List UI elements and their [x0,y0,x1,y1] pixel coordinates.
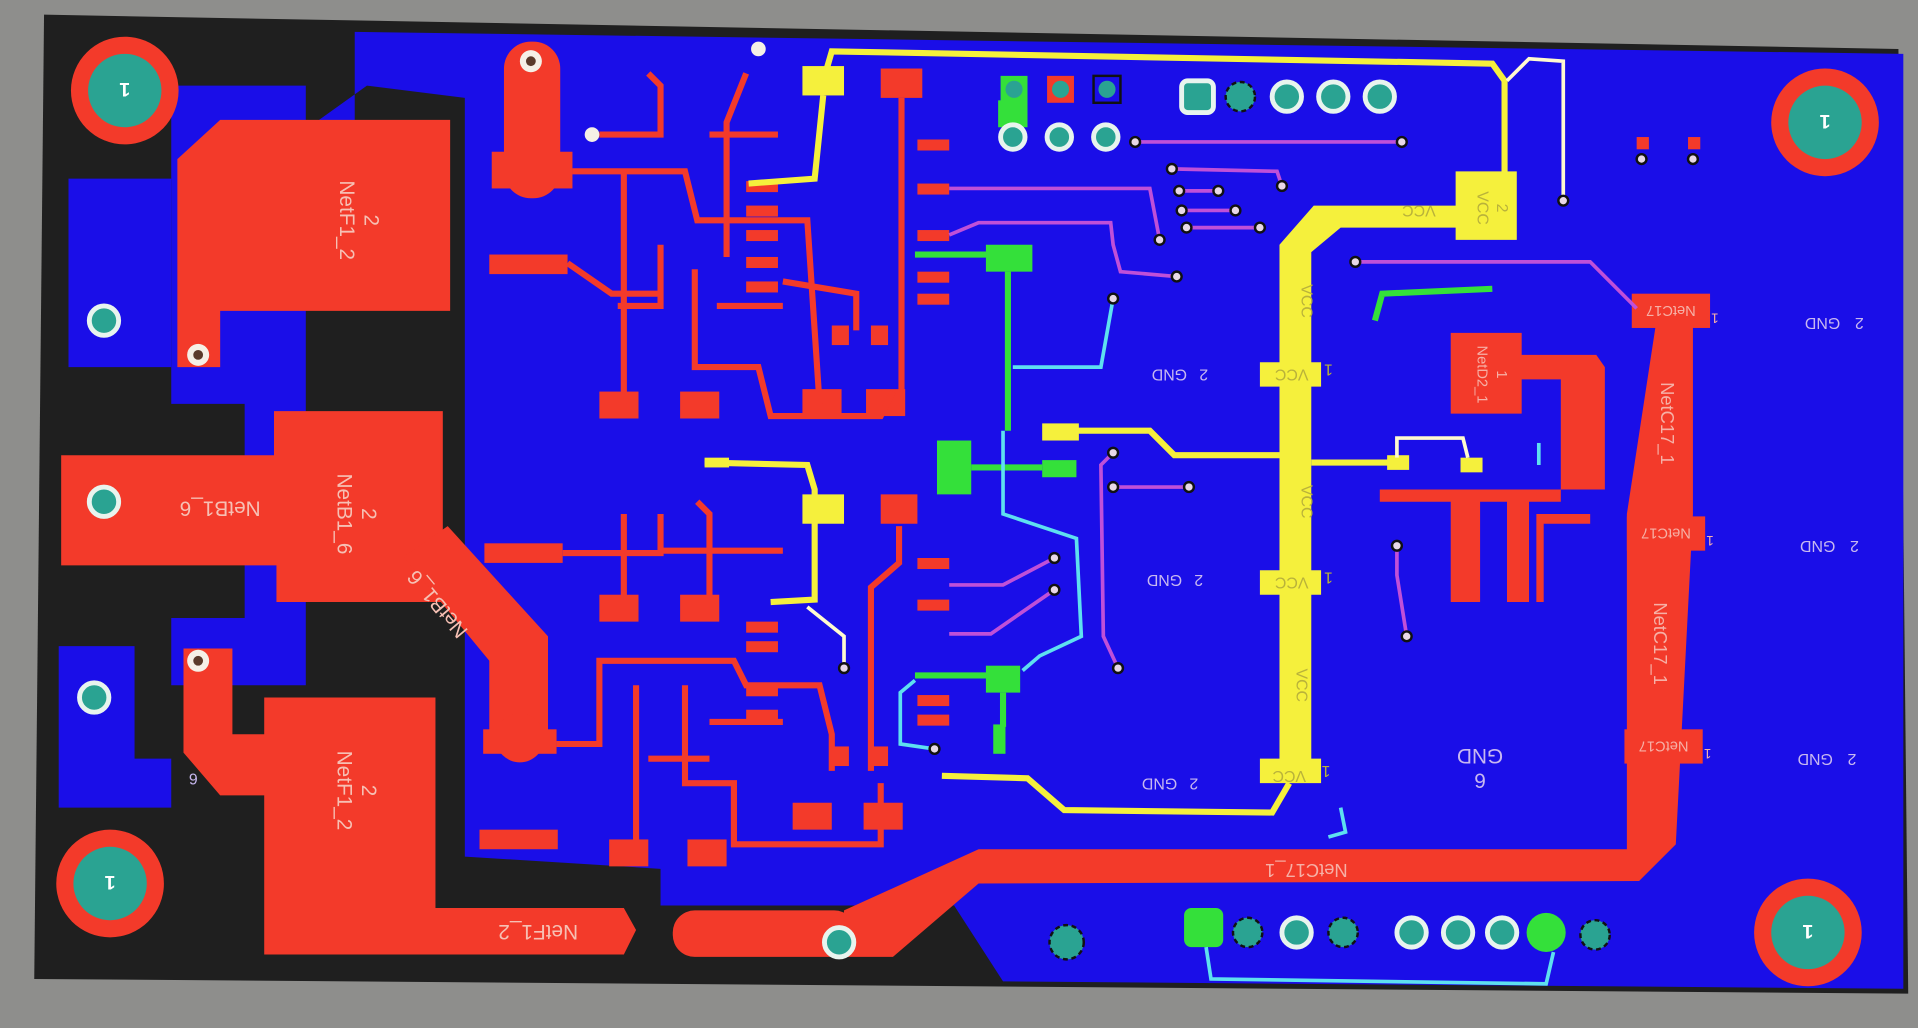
netc17-pad2-label: NetC17 [1641,525,1691,541]
vcc-trace-label-3: VCC [1293,668,1310,702]
trace-netf1-2-stub [672,910,857,957]
netc17-pad1-label: NetC17 [1646,302,1696,318]
via-traces [948,140,1638,669]
netd2-1-pin: 1 [1493,370,1509,378]
vcc-pad-2-pin: 1 [1324,569,1333,586]
netc17-pad3-pin: 1 [1704,746,1711,761]
vcc-pin2: 2 [1493,204,1510,213]
pad-netb1-6 [61,411,443,603]
netb1-6-trace-label: NetB1_6 [180,497,261,520]
gnd-center-pin: 6 [1474,768,1486,791]
gnd-c-label: GND [1142,774,1177,791]
net-labels: 2 NetF1_2 2 NetB1_6 NetB1_6 NetB1_6 2 Ne… [180,180,1864,943]
gnd-r2-label: GND [1800,537,1835,554]
mount-hole-bottom-left: 1 [56,829,164,938]
mount-hole-bottom-right: 1 [1754,878,1862,987]
gnd-b-pin: 2 [1194,571,1203,588]
green-net [898,100,1566,986]
netc17-pad2-pin: 1 [1706,533,1713,548]
gnd-r1-pin: 2 [1855,314,1864,331]
netf1-2-bot-pin: 2 [357,785,380,797]
left-pin-6-label: 6 [189,769,198,786]
gnd-a-label: GND [1152,366,1187,383]
vcc-big-label: VCC [1402,202,1436,219]
gnd-b-label: GND [1147,571,1182,588]
gnd-c-pin: 2 [1189,774,1198,791]
mount-hole-top-left: 1 [70,36,179,145]
mounting-holes: 1 1 1 1 [56,36,1879,987]
gnd-center-label: GND [1457,744,1503,767]
trace-netd2-1-right [1536,513,1591,603]
netc17-1-vertical-label-1: NetC17_1 [1656,382,1678,465]
netf1-2-top-pin: 2 [360,214,383,226]
gnd-r1-label: GND [1805,314,1840,331]
pad-netf1-2-bot [183,648,637,955]
pad-netc17-1 [1631,293,1711,328]
gnd-a-pin: 2 [1199,366,1208,383]
netc17-1-horizontal-label: NetC17_1 [1265,859,1348,881]
vcc-pad-1-pin: 1 [1324,361,1333,378]
top-copper-large [61,41,1711,957]
mount-hole-top-right: 1 [1771,68,1879,177]
pad-netf1-2-top [177,119,451,368]
netc17-pad3-label: NetC17 [1639,738,1689,754]
trace-netc17-1 [844,305,1693,957]
gnd-r3-label: GND [1798,750,1833,767]
netc17-pad1-pin: 1 [1711,310,1718,325]
vcc-pad-2-label: VCC [1275,574,1309,591]
mount-hole-label: 1 [119,78,130,100]
gnd-r3-pin: 2 [1847,750,1856,767]
trace-netb1-6 [403,526,548,747]
vcc-net [704,48,1566,816]
netf1-2-bot-label: NetF1_2 [333,751,356,831]
netb1-6-pad-label: NetB1_6 [333,474,356,555]
mount-hole-label: 1 [105,871,116,893]
netf1-2-top-label: NetF1_2 [335,180,358,260]
vcc-pad-3-label: VCC [1272,767,1306,784]
gnd-r2-pin: 2 [1850,537,1859,554]
netc17-1-vertical-label-2: NetC17_1 [1649,602,1671,685]
netb1-6-pin: 2 [357,508,380,520]
vcc-pad-3-pin: 1 [1321,762,1330,779]
vcc-trace-label-1: VCC [1298,284,1315,318]
pad-netd2-1 [1379,332,1605,603]
through-hole-pads [77,41,1611,961]
netf1-2-trace-label: NetF1_2 [498,920,578,943]
vcc-big-pad-label: VCC [1474,191,1491,225]
red-thin-traces [556,71,905,848]
pad-netc17-3 [1624,729,1703,764]
mount-hole-label: 1 [1819,110,1830,132]
mount-hole-label: 1 [1802,920,1813,942]
vcc-trace-label-2: VCC [1298,485,1315,519]
netd2-1-label: NetD2_1 [1474,345,1490,403]
pad-netc17-2 [1626,516,1706,551]
vcc-pad-1-label: VCC [1275,366,1309,383]
vias [837,135,1700,756]
